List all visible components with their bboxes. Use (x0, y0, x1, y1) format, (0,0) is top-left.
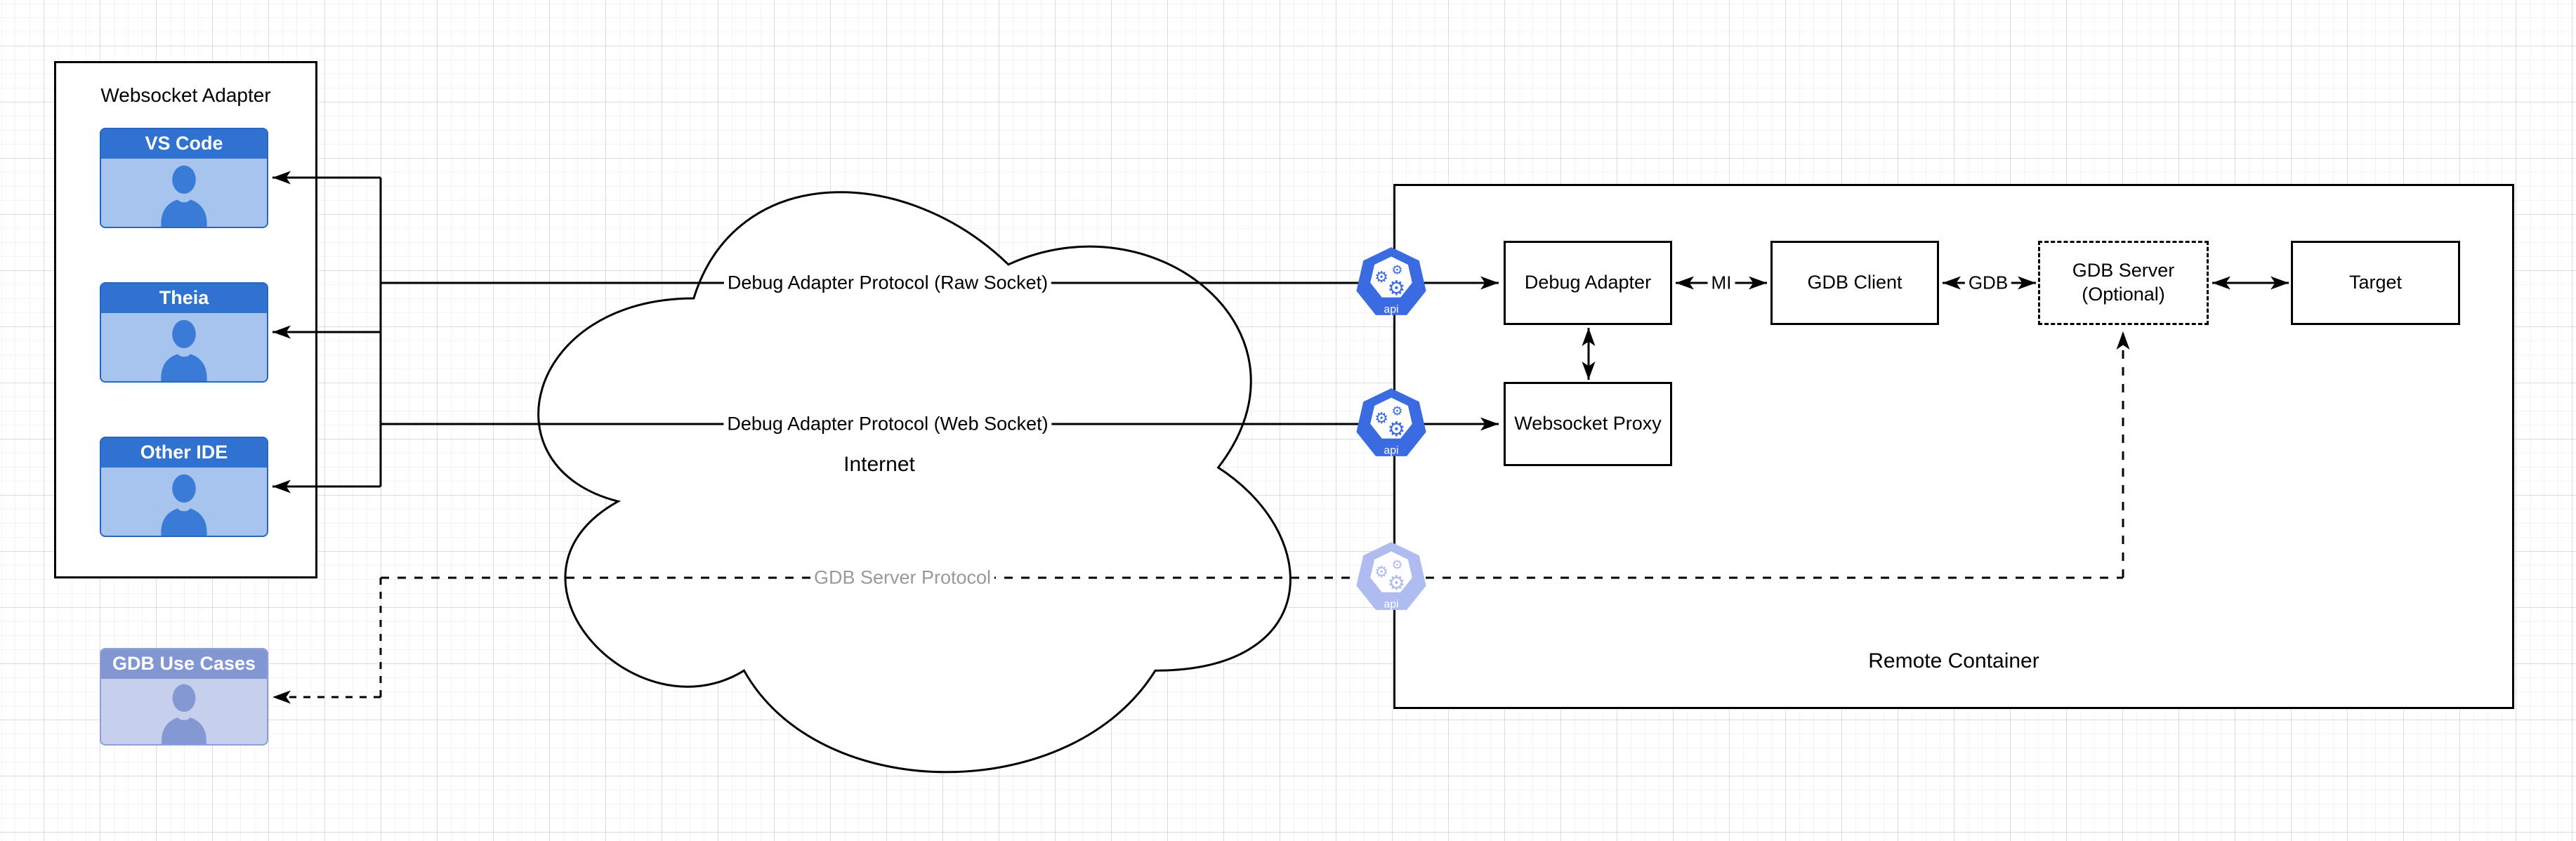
label-internet: Internet (843, 453, 915, 476)
node-target[interactable]: Target (2291, 241, 2460, 325)
svg-text:⚙: ⚙ (1388, 276, 1406, 300)
client-card-vscode[interactable]: VS Code (100, 128, 268, 228)
node-debug-adapter[interactable]: Debug Adapter (1504, 241, 1672, 325)
gdb-use-cases-card[interactable]: GDB Use Cases (100, 648, 268, 746)
svg-text:⚙: ⚙ (1374, 563, 1388, 581)
card-header: Theia (101, 284, 267, 313)
api-icon-label: api (1384, 598, 1398, 610)
label-mi: MI (1707, 271, 1735, 295)
node-websocket-proxy[interactable]: Websocket Proxy (1504, 382, 1672, 466)
label-dap-raw-socket: Debug Adapter Protocol (Raw Socket) (723, 271, 1052, 295)
card-header: Other IDE (101, 438, 267, 468)
user-icon (161, 474, 207, 536)
svg-text:⚙: ⚙ (1391, 404, 1402, 418)
user-icon (161, 319, 207, 381)
client-card-other-ide[interactable]: Other IDE (100, 437, 268, 537)
node-gdb-client[interactable]: GDB Client (1770, 241, 1939, 325)
label-gdb-protocol: GDB Server Protocol (810, 566, 995, 590)
card-header: VS Code (101, 129, 267, 159)
node-label: GDB Server (2072, 260, 2175, 282)
node-label: Debug Adapter (1524, 272, 1652, 293)
api-icon-label: api (1384, 444, 1398, 456)
svg-text:⚙: ⚙ (1374, 409, 1388, 428)
api-icon-web-socket[interactable]: ⚙ ⚙ ⚙ api (1354, 387, 1428, 461)
svg-text:⚙: ⚙ (1388, 571, 1406, 595)
user-icon (162, 684, 206, 744)
card-header: GDB Use Cases (101, 649, 267, 679)
gears-icon: ⚙ ⚙ ⚙ (1374, 263, 1405, 300)
remote-container-title: Remote Container (1868, 649, 2039, 673)
svg-text:⚙: ⚙ (1388, 417, 1406, 441)
node-label: (Optional) (2082, 284, 2165, 305)
label-gdb: GDB (1964, 271, 2012, 295)
node-gdb-server[interactable]: GDB Server (Optional) (2038, 241, 2209, 325)
gears-icon: ⚙ ⚙ ⚙ (1374, 404, 1405, 441)
gears-icon: ⚙ ⚙ ⚙ (1374, 557, 1405, 595)
svg-text:⚙: ⚙ (1391, 557, 1402, 572)
api-icon-label: api (1384, 303, 1398, 315)
svg-text:⚙: ⚙ (1374, 268, 1388, 286)
svg-text:⚙: ⚙ (1391, 263, 1402, 277)
panel-title: Websocket Adapter (100, 84, 271, 106)
label-dap-web-socket: Debug Adapter Protocol (Web Socket) (723, 412, 1052, 436)
client-card-theia[interactable]: Theia (100, 282, 268, 383)
node-label: Target (2348, 272, 2403, 293)
node-label: GDB Client (1807, 272, 1903, 293)
api-icon-raw-socket[interactable]: ⚙ ⚙ ⚙ api (1354, 246, 1428, 320)
user-icon (161, 165, 207, 227)
node-label: Websocket Proxy (1514, 413, 1662, 435)
api-icon-gdb-faded[interactable]: ⚙ ⚙ ⚙ api (1354, 541, 1428, 615)
